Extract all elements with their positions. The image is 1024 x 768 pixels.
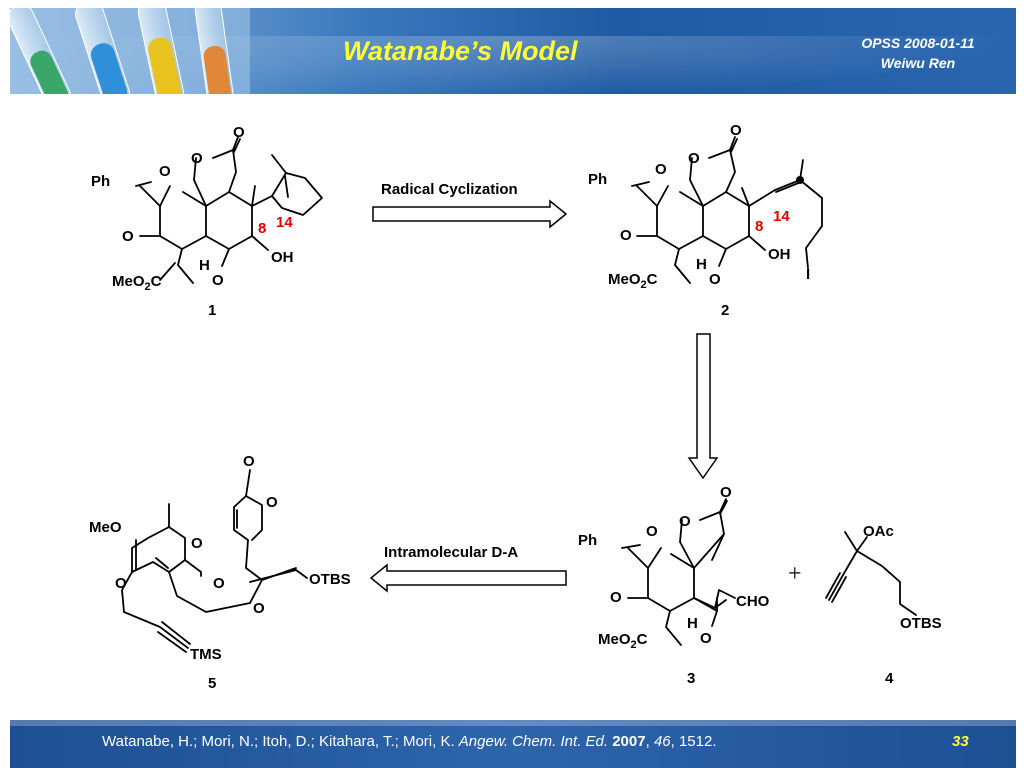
- c5-number: 5: [208, 675, 216, 692]
- c2-position-8: 8: [755, 218, 763, 235]
- page-number: 33: [952, 733, 969, 750]
- citation-volume: 46: [653, 733, 671, 750]
- c3-o-ether: O: [700, 630, 712, 647]
- c1-position-14: 14: [276, 214, 293, 231]
- c1-ph: Ph: [91, 173, 110, 190]
- compound-1: Ph O O O O MeO2C O H OH 8 14 1: [91, 124, 323, 319]
- c2-meo2c: MeO2C: [608, 271, 658, 291]
- c4-otbs: OTBS: [900, 615, 942, 632]
- compound-4: OAc OTBS 4: [825, 523, 942, 687]
- c4-number: 4: [885, 670, 894, 687]
- c5-o-ether: O: [115, 575, 127, 592]
- c5-tms: TMS: [190, 646, 222, 663]
- test-tubes-image: [10, 8, 250, 94]
- c3-o-lactone: O: [679, 513, 691, 530]
- c2-number: 2: [721, 302, 729, 319]
- c2-iodide: I: [806, 266, 810, 283]
- radical-cyclization-arrow: Radical Cyclization: [372, 181, 568, 229]
- compound-2: Ph O O O O MeO2C O H OH I 8 14 2: [588, 122, 823, 319]
- citation-year: 2007: [612, 733, 646, 750]
- citation-authors: Watanabe, H.; Mori, N.; Itoh, D.; Kitaha…: [102, 733, 455, 750]
- c3-meo2c: MeO2C: [598, 631, 648, 651]
- footer-bar: Watanabe, H.; Mori, N.; Itoh, D.; Kitaha…: [10, 720, 1016, 768]
- c1-o-lactone: O: [191, 150, 203, 167]
- down-arrow: [687, 333, 719, 480]
- compound-5: MeO O O O O OTBS TMS O O 5: [89, 453, 351, 692]
- c1-meo2c: MeO2C: [112, 273, 162, 293]
- citation-pages: , 1512.: [670, 733, 717, 750]
- c1-o-acetal-bottom: O: [122, 228, 134, 245]
- c3-o-acetal-bottom: O: [610, 589, 622, 606]
- c1-o-ether: O: [212, 272, 224, 289]
- c5-meo: MeO: [89, 519, 122, 536]
- intramolecular-da-arrow: Intramolecular D-A: [369, 544, 567, 593]
- c3-number: 3: [687, 670, 695, 687]
- meeting-date: OPSS 2008-01-11: [861, 35, 975, 51]
- c3-o-acetal-top: O: [646, 523, 658, 540]
- c1-number: 1: [208, 302, 216, 319]
- c1-oh: OH: [271, 249, 294, 266]
- c2-o-carbonyl: O: [730, 122, 742, 139]
- citation: Watanabe, H.; Mori, N.; Itoh, D.; Kitaha…: [102, 733, 717, 750]
- c3-cho: CHO: [736, 593, 770, 610]
- c5-o-ring: O: [191, 535, 203, 552]
- footer-shine: [10, 720, 1016, 726]
- header-meta: OPSS 2008-01-11 Weiwu Ren: [820, 33, 1016, 73]
- c1-o-acetal-top: O: [159, 163, 171, 180]
- c3-h: H: [687, 615, 698, 632]
- c5-o-carbonyl: O: [213, 575, 225, 592]
- compound-3: Ph O O O O MeO2C O H CHO 3: [578, 484, 770, 687]
- c2-ph: Ph: [588, 171, 607, 188]
- c2-o-acetal-top: O: [655, 161, 667, 178]
- c2-oh: OH: [768, 246, 791, 263]
- c2-h: H: [696, 256, 707, 273]
- c1-position-8: 8: [258, 220, 266, 237]
- c2-o-lactone: O: [688, 150, 700, 167]
- c2-position-14: 14: [773, 208, 790, 225]
- plus-sign: +: [788, 561, 802, 587]
- c5-o-pyranone-ring: O: [266, 494, 278, 511]
- c5-o-enol: O: [253, 600, 265, 617]
- c1-h: H: [199, 257, 210, 274]
- c2-o-ether: O: [709, 271, 721, 288]
- citation-journal: Angew. Chem. Int. Ed.: [458, 733, 609, 750]
- c3-ph: Ph: [578, 532, 597, 549]
- c3-o-carbonyl: O: [720, 484, 732, 501]
- presenter-name: Weiwu Ren: [880, 55, 956, 71]
- c1-o-carbonyl: O: [233, 124, 245, 141]
- c5-o-pyranone-carbonyl: O: [243, 453, 255, 470]
- header-bar: [10, 8, 1016, 94]
- intramolecular-da-label: Intramolecular D-A: [384, 544, 518, 561]
- radical-cyclization-label: Radical Cyclization: [381, 181, 518, 198]
- slide-title: Watanabe’s Model: [343, 36, 578, 66]
- c5-otbs: OTBS: [309, 571, 351, 588]
- c2-o-acetal-bottom: O: [620, 227, 632, 244]
- c4-oac: OAc: [863, 523, 894, 540]
